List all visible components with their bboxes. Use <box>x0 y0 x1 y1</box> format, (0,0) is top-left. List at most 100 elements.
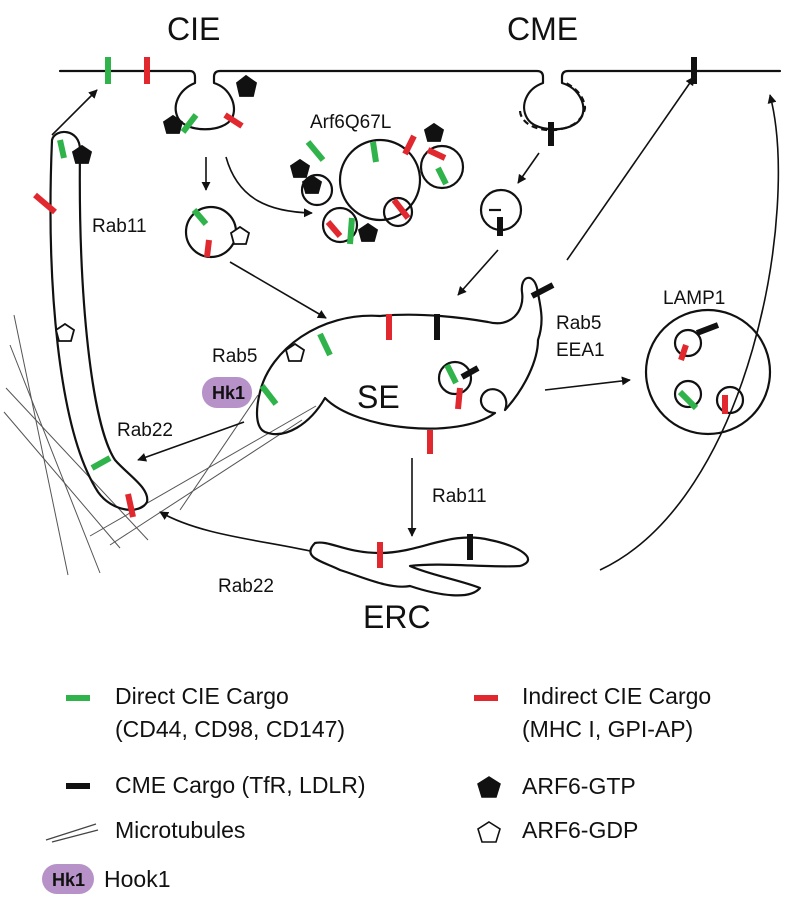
legend-direct-line1: Direct CIE Cargo <box>115 683 289 709</box>
intraluminal-vesicle <box>673 328 703 358</box>
arf6-gtp-icon <box>477 776 501 798</box>
erc-recycling-arrow <box>599 94 780 571</box>
direct-cie-cargo <box>90 455 112 471</box>
eea1-label: EEA1 <box>556 340 605 361</box>
direct-cie-cargo <box>444 363 459 385</box>
hook1-legend-badge-text: Hk1 <box>52 870 85 890</box>
cme-cargo <box>460 365 480 380</box>
cme-cargo <box>695 322 720 336</box>
rab5-right-label: Rab5 <box>556 313 601 334</box>
legend-indirect-line2: (MHC I, GPI-AP) <box>522 716 693 742</box>
vacuole <box>419 144 465 190</box>
direct-cie-cargo <box>305 140 326 162</box>
erc-label: ERC <box>363 599 431 635</box>
legend-microtubules: Microtubules <box>115 817 245 843</box>
legend-indirect-line1: Indirect CIE Cargo <box>522 683 711 709</box>
direct-cie-cargo <box>370 141 379 163</box>
direct-cie-cargo <box>180 113 199 134</box>
rab22-lower-arrow <box>159 511 311 552</box>
recycling-tubule <box>49 130 149 511</box>
microtubules <box>3 314 317 576</box>
hook1-badge-bg <box>202 377 252 408</box>
arf6-gdp-icon <box>477 821 501 843</box>
legend: Direct CIE Cargo (CD44, CD98, CD147) Ind… <box>42 683 711 894</box>
direct-cie-cargo <box>435 166 449 186</box>
plasma-membrane <box>58 69 782 131</box>
to-se-arrow <box>229 261 327 319</box>
intraluminal-vesicle <box>437 360 473 396</box>
vacuole <box>300 173 334 207</box>
sorting-endosome <box>255 276 543 436</box>
rab11-erc-label: Rab11 <box>432 486 487 507</box>
arf6q67l-cluster <box>300 138 465 244</box>
cme-label: CME <box>507 11 578 47</box>
indirect-cie-cargo <box>204 239 212 258</box>
indirect-cie-cargo <box>325 220 343 238</box>
legend-arf6-gtp: ARF6-GTP <box>522 773 636 799</box>
arf6-gtp-icon <box>162 114 184 134</box>
lamp1-label: LAMP1 <box>663 288 725 309</box>
legend-hook1: Hook1 <box>104 866 170 892</box>
direct-cie-cargo <box>259 384 279 406</box>
intraluminal-vesicle <box>673 379 703 409</box>
microtubule <box>9 344 101 574</box>
rab22-upper-label: Rab22 <box>117 420 173 441</box>
arf6-gtp-icon <box>235 74 258 97</box>
lamp1-endosome <box>644 308 772 436</box>
indirect-cie-cargo <box>391 198 411 220</box>
arf6-gdp-icon <box>229 225 251 245</box>
indirect-cie-cargo <box>678 344 689 361</box>
arf6-gtp-icon <box>357 222 379 242</box>
rab22-upper-arrow <box>137 421 245 462</box>
indirect-cie-cargo <box>33 192 57 215</box>
microtubule <box>3 411 121 549</box>
arf6-gtp-icon <box>301 174 323 194</box>
cme-internalization-arrow <box>517 152 540 184</box>
direct-cie-cargo <box>347 217 355 245</box>
microtubule <box>5 387 149 541</box>
trafficking-arrows <box>51 76 780 571</box>
cme-to-se-arrow <box>457 249 499 296</box>
legend-arf6-gdp: ARF6-GDP <box>522 817 638 843</box>
direct-cie-cargo <box>677 389 699 411</box>
rab11-label: Rab11 <box>92 216 147 237</box>
microtubule <box>89 405 317 537</box>
microtubule <box>13 314 69 576</box>
endocytic-recycling-compartment <box>309 536 529 597</box>
direct-cie-cargo <box>57 139 67 159</box>
microtubule-swatch <box>51 829 99 843</box>
cie-vesicle <box>184 205 238 259</box>
cargo-marks <box>33 57 728 568</box>
hook1-legend-badge <box>42 864 94 894</box>
vacuole <box>382 196 414 228</box>
rab5-se-label: Rab5 <box>212 346 257 367</box>
direct-cie-cargo <box>191 208 209 226</box>
arf6-gtp-icon <box>423 122 445 142</box>
cie-label: CIE <box>167 11 220 47</box>
arf6-gtp-icon <box>289 158 311 178</box>
indirect-cie-cargo <box>402 134 417 156</box>
microtubule <box>109 419 303 546</box>
rab22-lower-label: Rab22 <box>218 576 274 597</box>
direct-cie-cargo <box>317 332 333 357</box>
indirect-cie-cargo <box>455 387 463 410</box>
vacuole <box>338 138 422 222</box>
hook1-badge-text: Hk1 <box>212 383 245 403</box>
arf6-gdp-icon <box>54 322 76 342</box>
indirect-cie-cargo <box>426 147 447 161</box>
arf6-gtp-icon <box>71 144 93 164</box>
arf6q67l-label: Arf6Q67L <box>310 112 391 133</box>
fast-recycling-arrow <box>566 76 695 261</box>
microtubule <box>179 394 259 511</box>
arf6-markers <box>54 74 445 362</box>
se-label: SE <box>357 379 400 415</box>
arf6-gdp-icon <box>284 342 306 362</box>
microtubule-swatch <box>45 823 97 841</box>
indirect-cie-cargo <box>125 493 136 518</box>
arf6-arrow <box>225 156 313 218</box>
hook1-badge: Hk1 <box>202 377 252 408</box>
cme-cargo <box>530 282 555 299</box>
recycling-arrow <box>51 89 98 136</box>
legend-cme-cargo: CME Cargo (TfR, LDLR) <box>115 772 365 798</box>
